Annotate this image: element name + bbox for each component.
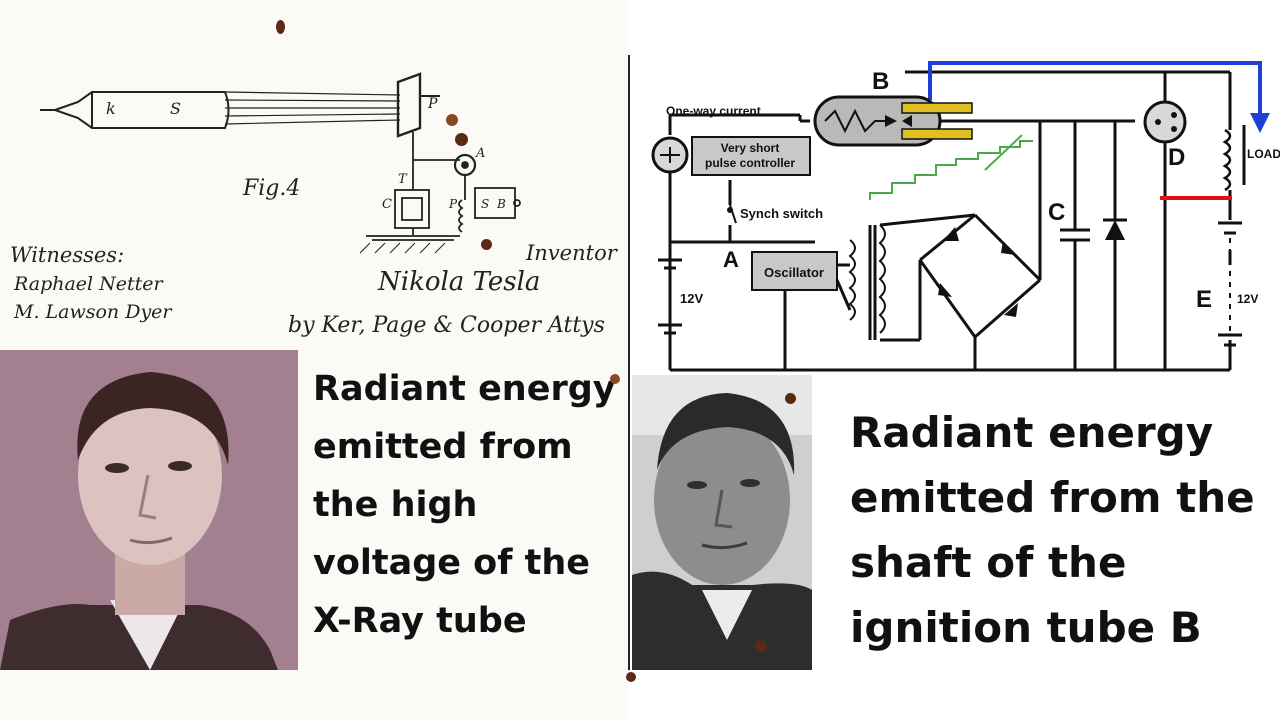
tube-arrow-right bbox=[902, 115, 912, 127]
inventor-signature: Nikola Tesla bbox=[377, 267, 540, 297]
witnesses-label: Witnesses: bbox=[10, 243, 124, 267]
circuit-diagram: B One-way current Very short pulse contr… bbox=[651, 61, 1280, 372]
caption-left: Radiant energy emitted from the high vol… bbox=[313, 369, 616, 641]
label-lamp-d: D bbox=[1168, 144, 1185, 171]
tesla-portrait bbox=[0, 350, 298, 670]
label-pulse-controller-1: Very short bbox=[721, 141, 780, 155]
label-tube-b: B bbox=[872, 68, 889, 95]
tube-plate-top bbox=[901, 102, 973, 114]
speck bbox=[626, 672, 636, 682]
label-pulse-controller-2: pulse controller bbox=[705, 156, 795, 170]
label-a: A bbox=[475, 146, 485, 161]
transformer-secondary bbox=[878, 224, 886, 334]
speck bbox=[276, 20, 285, 34]
tube-plate-bottom bbox=[901, 128, 973, 140]
bedini-portrait bbox=[632, 375, 812, 670]
panel-divider bbox=[628, 55, 630, 670]
battery-dashes bbox=[669, 238, 1231, 331]
speck bbox=[481, 239, 492, 250]
speck bbox=[785, 393, 796, 404]
tube-resistor bbox=[824, 108, 890, 134]
return-wire-arrow bbox=[1250, 113, 1270, 133]
bridge-diodes bbox=[938, 227, 1018, 317]
label-synch-switch: Synch switch bbox=[740, 206, 823, 221]
caption-right: Radiant energy emitted from the shaft of… bbox=[850, 408, 1255, 652]
label-s2: S bbox=[481, 197, 489, 211]
oscillator-box bbox=[751, 251, 838, 291]
label-k: k bbox=[106, 99, 116, 118]
label-one-way-current: One-way current bbox=[666, 104, 761, 118]
fig-label: Fig.4 bbox=[242, 176, 300, 201]
valve-element bbox=[660, 147, 680, 163]
label-p: P bbox=[427, 96, 438, 112]
speck bbox=[455, 133, 468, 146]
label-node-a: A bbox=[723, 247, 739, 272]
witness-1-signature: Raphael Netter bbox=[13, 273, 165, 295]
pulse-controller-box bbox=[691, 136, 811, 176]
label-t: T bbox=[398, 172, 408, 187]
tube-arrow-left bbox=[885, 115, 897, 127]
xray-tube bbox=[40, 72, 440, 138]
label-oscillator: Oscillator bbox=[764, 265, 824, 280]
wave-ramp bbox=[984, 134, 1023, 171]
attorneys-signature: by Ker, Page & Cooper Attys bbox=[288, 313, 605, 338]
witness-2-signature: M. Lawson Dyer bbox=[13, 301, 173, 323]
tesla-patent-drawing: k S P A T C P S B Fig.4 Witnesses: Rapha… bbox=[10, 72, 619, 338]
speck bbox=[755, 640, 767, 652]
staircase-wave bbox=[869, 140, 1033, 200]
label-battery-e: E bbox=[1196, 286, 1212, 313]
label-p2: P bbox=[448, 197, 458, 211]
circuit-wires bbox=[658, 70, 1242, 372]
synch-switch-blade bbox=[729, 204, 737, 224]
load-coil bbox=[1222, 128, 1232, 192]
speck bbox=[446, 114, 458, 126]
transformer-primary bbox=[848, 239, 856, 321]
coil-apparatus bbox=[359, 132, 521, 254]
speck bbox=[610, 374, 620, 384]
inventor-label: Inventor bbox=[525, 241, 619, 265]
label-load: LOAD bbox=[1247, 147, 1280, 161]
label-battery-left: 12V bbox=[680, 291, 703, 306]
zener-diode bbox=[1105, 220, 1125, 240]
label-b: B bbox=[496, 197, 506, 211]
label-battery-right: 12V bbox=[1237, 292, 1258, 306]
label-s: S bbox=[170, 99, 181, 118]
label-c: C bbox=[382, 197, 392, 212]
label-capacitor-c: C bbox=[1048, 199, 1065, 226]
lamp-d bbox=[1143, 100, 1187, 144]
return-wire bbox=[928, 61, 1262, 117]
